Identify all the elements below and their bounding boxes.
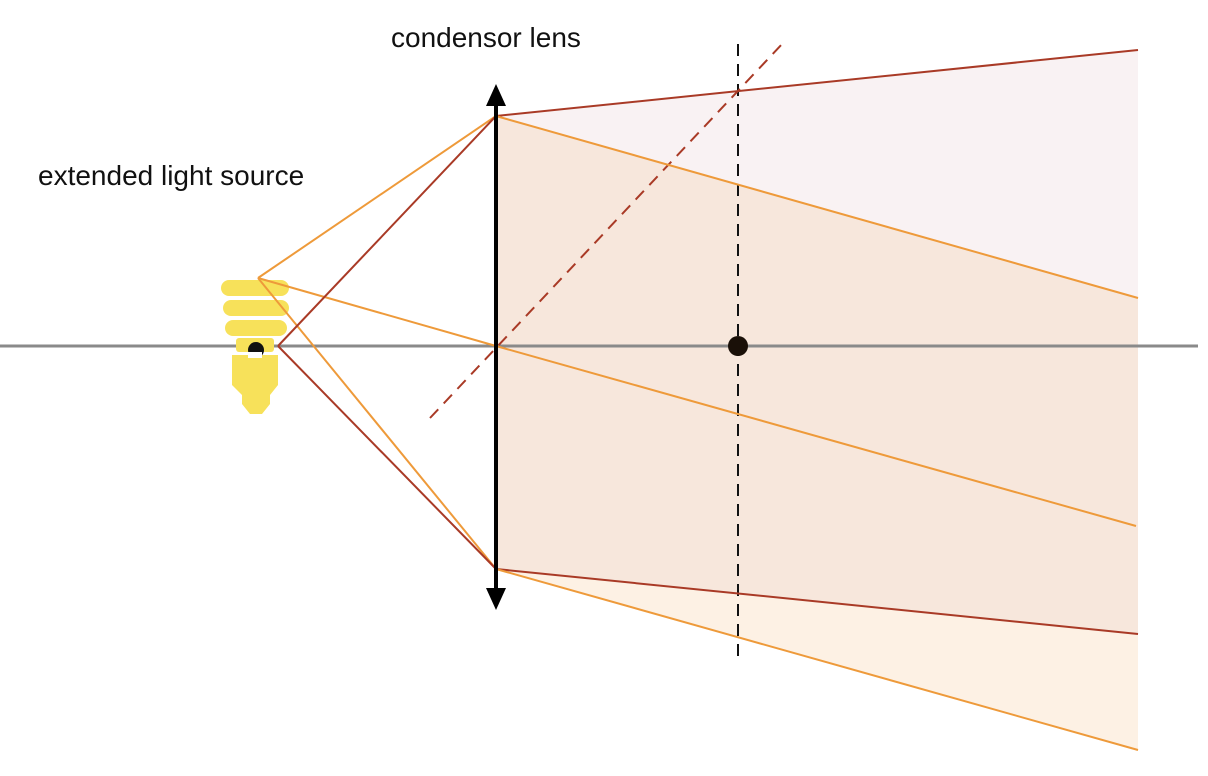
- incident-rays: [257, 115, 497, 570]
- source-label: extended light source: [38, 160, 304, 191]
- dashed-diagonal-ray: [429, 41, 785, 419]
- lens-label: condensor lens: [391, 22, 581, 53]
- focal-point: [728, 336, 748, 356]
- refracted-rays: [495, 49, 1139, 751]
- beam-upper-region: [496, 50, 1138, 298]
- double-arrow-lens-icon: [486, 84, 506, 610]
- light-bulb-icon: [221, 280, 289, 414]
- beam-overlap-region: [496, 116, 1138, 634]
